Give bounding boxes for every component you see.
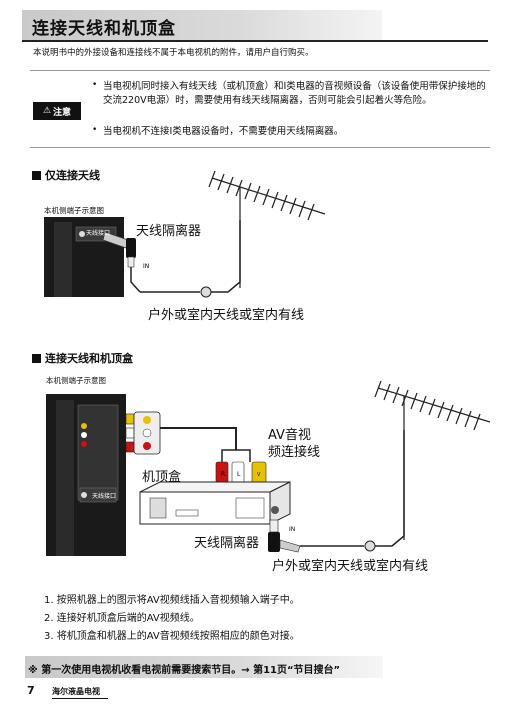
caution-badge-label: 注意: [53, 107, 72, 118]
svg-text:IN: IN: [143, 263, 149, 270]
section-heading-antenna-only: 仅连接天线: [32, 167, 100, 183]
port-label: 天线接口: [86, 230, 111, 237]
footer-rule: [52, 698, 108, 699]
antenna-source-label: 户外或室内天线或室内有线: [148, 308, 305, 323]
antenna-icon: [374, 380, 491, 540]
av-cable-label-line2: 频连接线: [268, 445, 321, 460]
warning-icon: ⚠: [42, 106, 52, 116]
square-bullet-icon: [32, 354, 41, 363]
isolator-icon: [268, 532, 280, 552]
caution-box: [30, 70, 490, 148]
antenna-only-diagram: IN: [44, 170, 326, 298]
antenna-port-icon: [81, 492, 87, 498]
title-rule: [22, 40, 488, 42]
bullet-icon: •: [92, 80, 98, 90]
isolator-icon: [126, 238, 136, 258]
page-footer-label: 海尔液晶电视: [52, 687, 100, 696]
av-plug-tv-icon: [125, 411, 161, 455]
svg-text:IN: IN: [289, 526, 295, 533]
svg-text:V: V: [257, 472, 261, 478]
port-label: 天线接口: [92, 493, 117, 500]
set-top-box-label: 机顶盒: [142, 470, 182, 485]
caution-note-1: 当电视机同时接入有线天线（或机顶盒）和I类电器的音视频设备（该设备使用带保护接地…: [103, 81, 486, 106]
svg-text:L: L: [237, 471, 241, 478]
coax-connector-icon: [200, 286, 212, 298]
antenna-source-label: 户外或室内天线或室内有线: [272, 559, 429, 574]
av-cable-label-line1: AV音视: [268, 428, 311, 443]
footnote-text: ※ 第一次使用电视机收看电视前需要搜索节目。→ 第11页“节目搜台”: [28, 665, 341, 676]
title-bar: [22, 10, 382, 40]
bullet-icon: •: [92, 125, 98, 135]
intro-text: 本说明书中的外接设备和连接线不属于本电视机的附件，请用户自行购买。: [33, 48, 314, 58]
caution-note-2: 当电视机不连接I类电器设备时，不需要使用天线隔离器。: [103, 126, 344, 137]
coax-connector-icon: [364, 540, 376, 552]
page-title: 连接天线和机顶盒: [32, 19, 176, 39]
diagram-caption: 本机侧端子示意图: [46, 376, 106, 385]
step-1: 1. 按照机器上的图示将AV视频线插入音视频输入端子中。: [44, 595, 300, 606]
footnote-bar: [25, 656, 383, 678]
diagram-caption: 本机侧端子示意图: [44, 206, 104, 215]
step-3: 3. 将机顶盒和机器上的AV音视频线按照相应的颜色对接。: [44, 631, 300, 642]
section-title: 连接天线和机顶盒: [45, 352, 133, 365]
antenna-port-icon: [79, 231, 85, 237]
page-number: 7: [27, 684, 35, 697]
antenna-icon: [208, 170, 326, 288]
section-title: 仅连接天线: [45, 169, 100, 182]
isolator-label: 天线隔离器: [136, 224, 202, 239]
svg-text:R: R: [221, 471, 225, 478]
av-plug-stb-icon: R L V: [215, 461, 267, 485]
caution-badge: ⚠ 注意: [33, 102, 81, 120]
section-heading-antenna-stb: 连接天线和机顶盒: [32, 350, 133, 366]
square-bullet-icon: [32, 171, 41, 180]
step-2: 2. 连接好机顶盒后端的AV视频线。: [44, 613, 200, 624]
isolator-label: 天线隔离器: [194, 536, 260, 551]
set-top-box-icon: [139, 481, 291, 525]
antenna-stb-diagram: R L V IN: [46, 380, 491, 556]
